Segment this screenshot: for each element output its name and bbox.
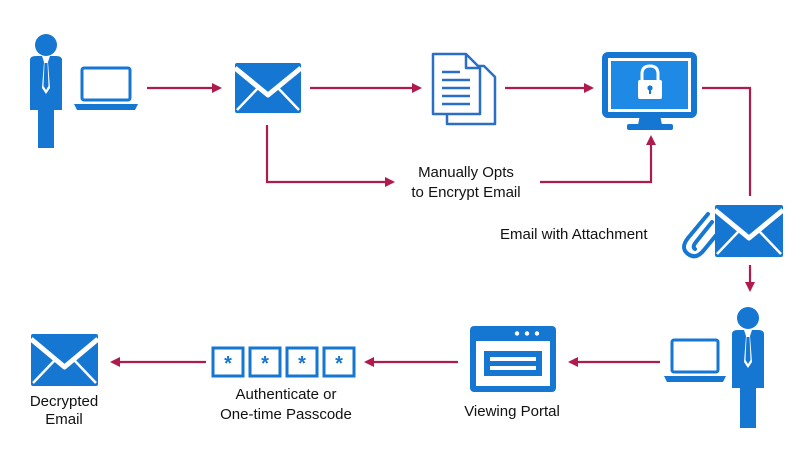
flow-arrows <box>110 83 755 367</box>
auth-label-line2: One-time Passcode <box>220 406 352 423</box>
person-icon <box>30 34 62 148</box>
arrow-manual-opt-to-encryption <box>540 135 656 184</box>
arrow-encryption-to-attachment <box>702 86 752 196</box>
asterisk-box-icon: * <box>248 346 282 378</box>
passcode-symbol: * <box>224 353 232 375</box>
viewing-portal-label: Viewing Portal <box>464 403 560 420</box>
documents-icon <box>431 52 497 126</box>
passcode-symbol: * <box>298 353 306 375</box>
decrypted-label-line2: Email <box>45 411 83 428</box>
email-attachment-label: Email with Attachment <box>500 226 648 243</box>
envelope-icon <box>29 334 100 386</box>
person-icon <box>732 307 764 428</box>
passcode-boxes: * * * * <box>211 346 356 378</box>
manual-opt-label-line2: to Encrypt Email <box>411 184 521 201</box>
paperclip-icon <box>682 212 724 259</box>
asterisk-box-icon: * <box>211 346 245 378</box>
envelope-icon <box>713 205 785 257</box>
decrypted-label-line1: Decrypted <box>29 393 99 410</box>
passcode-symbol: * <box>261 353 269 375</box>
asterisk-box-icon: * <box>285 346 319 378</box>
manual-opt-label-line1: Manually Opts <box>418 164 514 181</box>
auth-label-line1: Authenticate or <box>235 386 337 403</box>
monitor-lock-icon <box>602 52 697 130</box>
passcode-symbol: * <box>335 353 343 375</box>
laptop-icon <box>74 66 138 110</box>
envelope-icon <box>233 63 303 113</box>
asterisk-box-icon: * <box>322 346 356 378</box>
laptop-icon <box>664 338 726 382</box>
arrow-email-to-manual-opt <box>265 125 395 187</box>
browser-window-icon <box>470 326 556 392</box>
